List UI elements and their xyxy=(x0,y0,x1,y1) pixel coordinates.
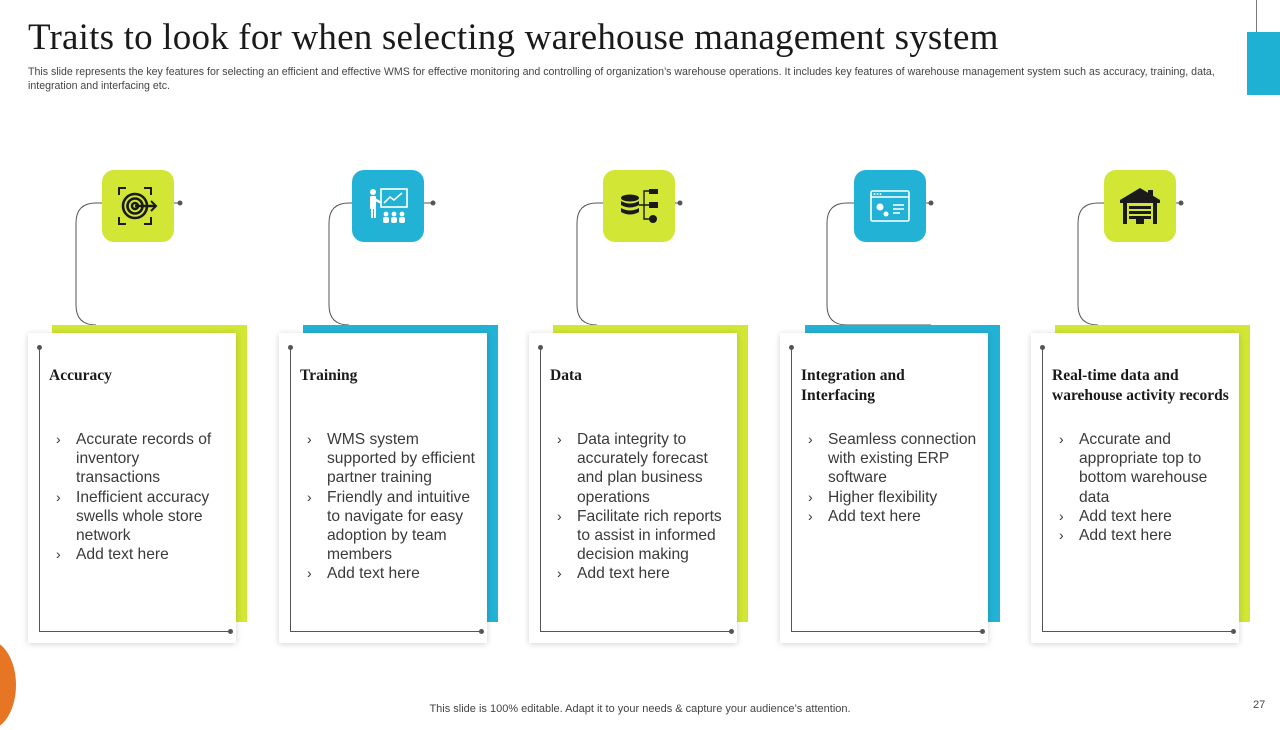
warehouse-icon xyxy=(1120,188,1160,224)
bullet-list: Accurate records of inventory transactio… xyxy=(55,430,225,565)
training-icon-box xyxy=(352,170,424,242)
card-title: Accuracy xyxy=(49,367,112,384)
bullet-item: Accurate records of inventory transactio… xyxy=(55,430,225,488)
bullet-item: Add text here xyxy=(306,564,476,583)
card-title: Training xyxy=(300,367,358,384)
bullet-list: WMS system supported by efficient partne… xyxy=(306,430,476,584)
page-number: 27 xyxy=(1253,699,1266,711)
trait-card-integration: Integration and Interfacing Seamless con… xyxy=(780,333,988,643)
bullet-list: Seamless connection with existing ERP so… xyxy=(807,430,977,526)
bullet-item: Inefficient accuracy swells whole store … xyxy=(55,488,225,546)
bullet-item: Higher flexibility xyxy=(807,488,977,507)
bullet-item: Seamless connection with existing ERP so… xyxy=(807,430,977,488)
slide-subtitle: This slide represents the key features f… xyxy=(28,66,1215,92)
slide-title: Traits to look for when selecting wareho… xyxy=(28,17,999,58)
trait-card-realtime: Real-time data and warehouse activity re… xyxy=(1031,333,1239,643)
footer-note: This slide is 100% editable. Adapt it to… xyxy=(429,703,851,715)
bullet-list: Accurate and appropriate top to bottom w… xyxy=(1058,430,1228,545)
trait-card-training: Training WMS system supported by efficie… xyxy=(279,333,487,643)
bullet-item: WMS system supported by efficient partne… xyxy=(306,430,476,488)
accuracy-icon-box xyxy=(102,170,174,242)
bullet-item: Add text here xyxy=(55,545,225,564)
trait-card-data: Data Data integrity to accurately foreca… xyxy=(529,333,737,643)
trait-card-accuracy: Accuracy Accurate records of inventory t… xyxy=(28,333,236,643)
bullet-list: Data integrity to accurately forecast an… xyxy=(556,430,726,584)
bullet-item: Facilitate rich reports to assist in inf… xyxy=(556,507,726,565)
bullet-item: Friendly and intuitive to navigate for e… xyxy=(306,488,476,565)
realtime-icon-box xyxy=(1104,170,1176,242)
bullet-item: Add text here xyxy=(1058,526,1228,545)
orange-decoration xyxy=(0,640,16,730)
database-icon xyxy=(621,189,658,223)
card-title: Real-time data and warehouse activity re… xyxy=(1052,367,1229,404)
bullet-item: Data integrity to accurately forecast an… xyxy=(556,430,726,507)
presentation-icon xyxy=(370,188,408,223)
bullet-item: Add text here xyxy=(556,564,726,583)
target-icon xyxy=(118,187,158,225)
corner-accent xyxy=(1247,32,1280,95)
bullet-item: Add text here xyxy=(807,507,977,526)
data-icon-box xyxy=(603,170,675,242)
card-title: Data xyxy=(550,367,582,384)
bullet-item: Accurate and appropriate top to bottom w… xyxy=(1058,430,1228,507)
integration-icon-box xyxy=(854,170,926,242)
browser-settings-icon xyxy=(870,190,910,222)
card-title: Integration and Interfacing xyxy=(801,367,905,404)
bullet-item: Add text here xyxy=(1058,507,1228,526)
